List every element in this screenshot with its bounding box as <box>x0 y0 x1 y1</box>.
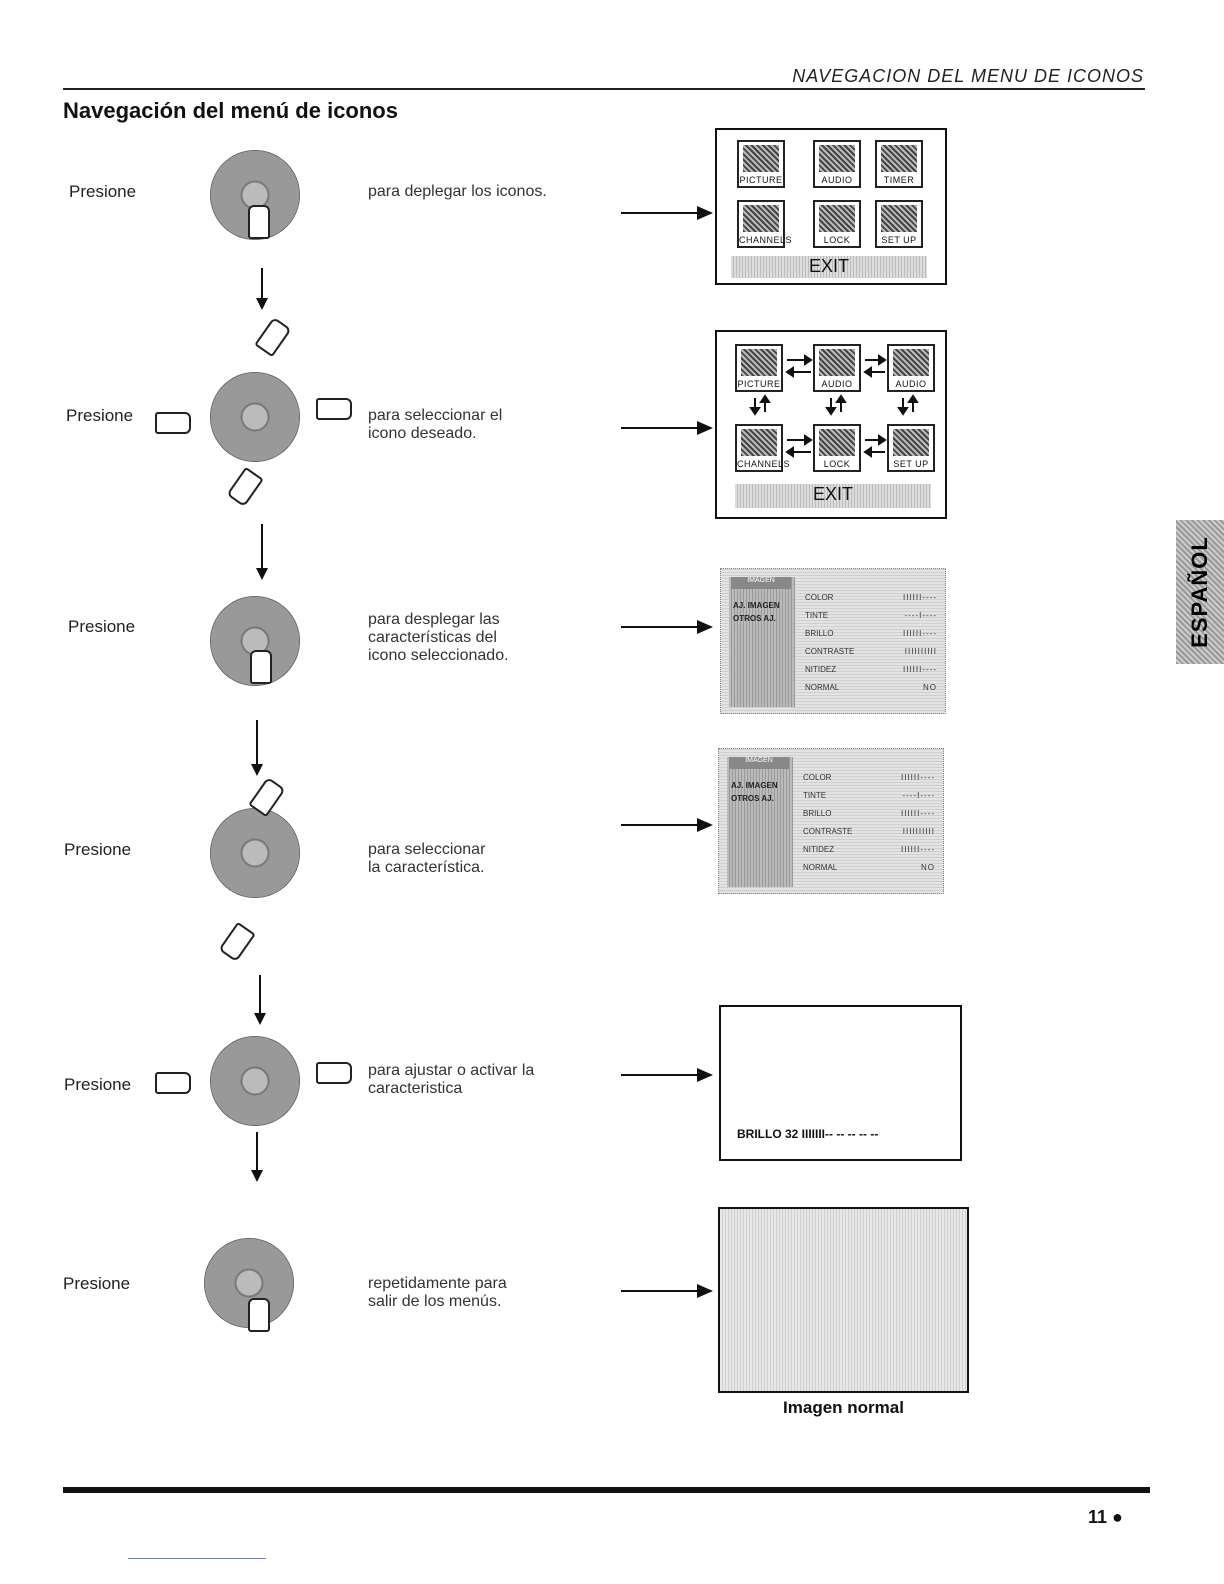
step2-text: para seleccionar el icono deseado. <box>368 407 503 442</box>
hand-press-icon <box>250 650 272 684</box>
channels-icon: CHANNELS <box>737 200 792 248</box>
setup-icon: SET UP <box>887 424 935 472</box>
step3-text: para desplegar las características del i… <box>368 611 509 664</box>
lock-icon: LOCK <box>813 424 861 472</box>
step1-text: para deplegar los iconos. <box>368 183 547 200</box>
step5-text: para ajustar o activar la caracteristica <box>368 1062 535 1097</box>
remote-button-icon <box>210 1036 300 1126</box>
hand-press-icon <box>248 205 270 239</box>
step3-label: Presione <box>68 617 136 636</box>
audio-icon: AUDIO <box>813 140 861 188</box>
remote-button-icon <box>210 808 300 898</box>
hand-down-icon <box>218 921 256 963</box>
lock-icon: LOCK <box>813 200 861 248</box>
timer-icon: TIMER <box>875 140 923 188</box>
normal-picture-screen <box>718 1207 969 1393</box>
audio-icon: AUDIO <box>887 344 935 392</box>
page-title: Navegación del menú de iconos <box>63 98 398 123</box>
swap-arrows-icon <box>749 354 919 458</box>
step6-label: Presione <box>63 1274 131 1293</box>
hand-up-icon <box>254 316 292 358</box>
icon-menu-screen: PICTURE AUDIO TIMER CHANNELS LOCK SET UP… <box>715 128 947 285</box>
hand-right-icon <box>316 1062 352 1084</box>
brightness-readout: BRILLO 32 IIIIIII-- -- -- -- -- <box>737 1127 879 1141</box>
step1-label: Presione <box>69 182 137 201</box>
arrow-right <box>621 1284 713 1298</box>
language-tab <box>1176 520 1224 664</box>
arrow-right <box>621 1068 713 1082</box>
channels-icon: CHANNELS <box>735 424 790 472</box>
arrow-down <box>256 524 268 580</box>
adjust-screen: BRILLO 32 IIIIIII-- -- -- -- -- <box>719 1005 962 1161</box>
underline-link <box>128 1558 266 1559</box>
hand-right-icon <box>316 398 352 420</box>
arrow-right <box>621 206 713 220</box>
step4-label: Presione <box>64 840 132 859</box>
step5-label: Presione <box>64 1075 132 1094</box>
arrow-down <box>256 268 268 310</box>
arrow-right <box>621 818 713 832</box>
audio-icon: AUDIO <box>813 344 861 392</box>
menu-item: AJ. IMAGEN <box>733 601 780 610</box>
menu-tab: IMAGEN <box>731 577 791 589</box>
icon-select-screen: PICTURE AUDIO AUDIO CHANNELS LOCK SET UP… <box>715 330 947 519</box>
arrow-down <box>251 1132 263 1182</box>
picture-icon: PICTURE <box>737 140 785 188</box>
menu-item: OTROS AJ. <box>733 614 776 623</box>
setup-icon: SET UP <box>875 200 923 248</box>
step2-label: Presione <box>66 406 134 425</box>
picture-icon: PICTURE <box>735 344 783 392</box>
menu-tab: IMAGEN <box>729 757 789 769</box>
hand-left-icon <box>155 412 191 434</box>
header-rule <box>63 88 1145 90</box>
hand-press-icon <box>248 1298 270 1332</box>
arrow-right <box>621 421 713 435</box>
menu-item: AJ. IMAGEN <box>731 781 778 790</box>
footer-rule <box>63 1487 1150 1493</box>
step6-text: repetidamente para salir de los menús. <box>368 1275 507 1310</box>
running-title: NAVEGACION DEL MENU DE ICONOS <box>792 66 1144 86</box>
hand-down-icon <box>226 466 264 508</box>
hand-left-icon <box>155 1072 191 1094</box>
exit-bar: EXIT <box>735 484 931 508</box>
arrow-right <box>621 620 713 634</box>
arrow-down <box>251 720 263 776</box>
page-number: 11 ● <box>1088 1507 1123 1527</box>
step4-text: para seleccionar la característica. <box>368 841 486 876</box>
arrow-down <box>254 975 266 1025</box>
language-tab-label: ESPAÑOL <box>1187 536 1212 648</box>
remote-button-icon <box>210 372 300 462</box>
screen-caption: Imagen normal <box>783 1398 904 1417</box>
exit-bar: EXIT <box>731 256 927 278</box>
menu-item: OTROS AJ. <box>731 794 774 803</box>
